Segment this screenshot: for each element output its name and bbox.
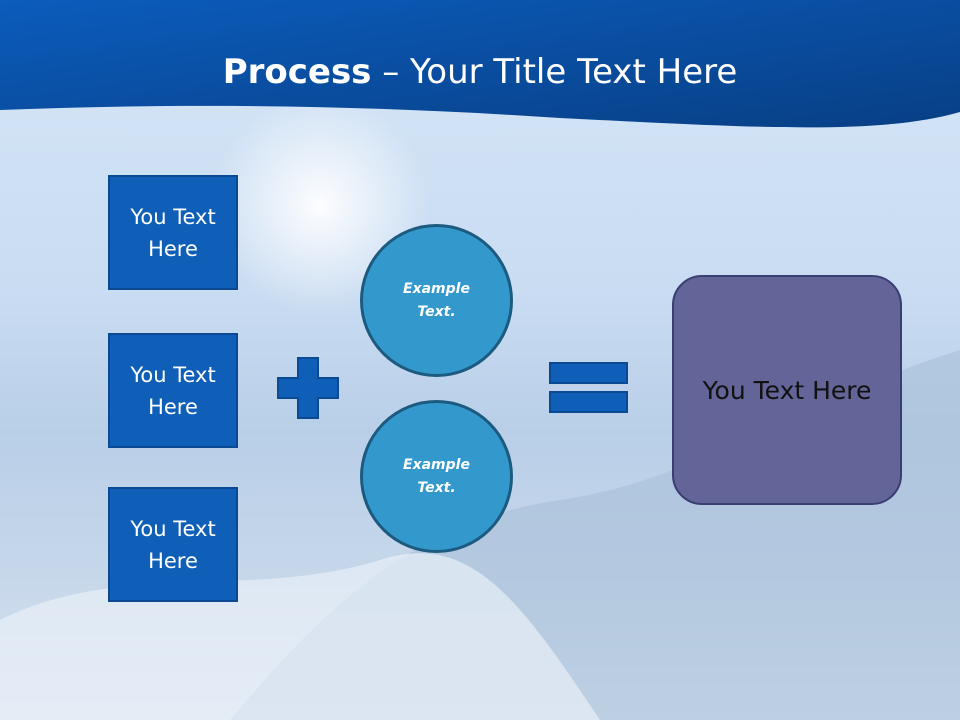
example-circle-2: Example Text.	[360, 400, 513, 553]
input-box-3: You Text Here	[108, 487, 238, 602]
input-box-2: You Text Here	[108, 333, 238, 448]
plus-icon	[277, 357, 339, 419]
result-box: You Text Here	[672, 275, 902, 505]
equals-icon	[549, 362, 628, 413]
example-circle-1: Example Text.	[360, 224, 513, 377]
header-band	[0, 0, 960, 128]
slide-title: Process – Your Title Text Here	[222, 52, 738, 92]
input-box-1: You Text Here	[108, 175, 238, 290]
